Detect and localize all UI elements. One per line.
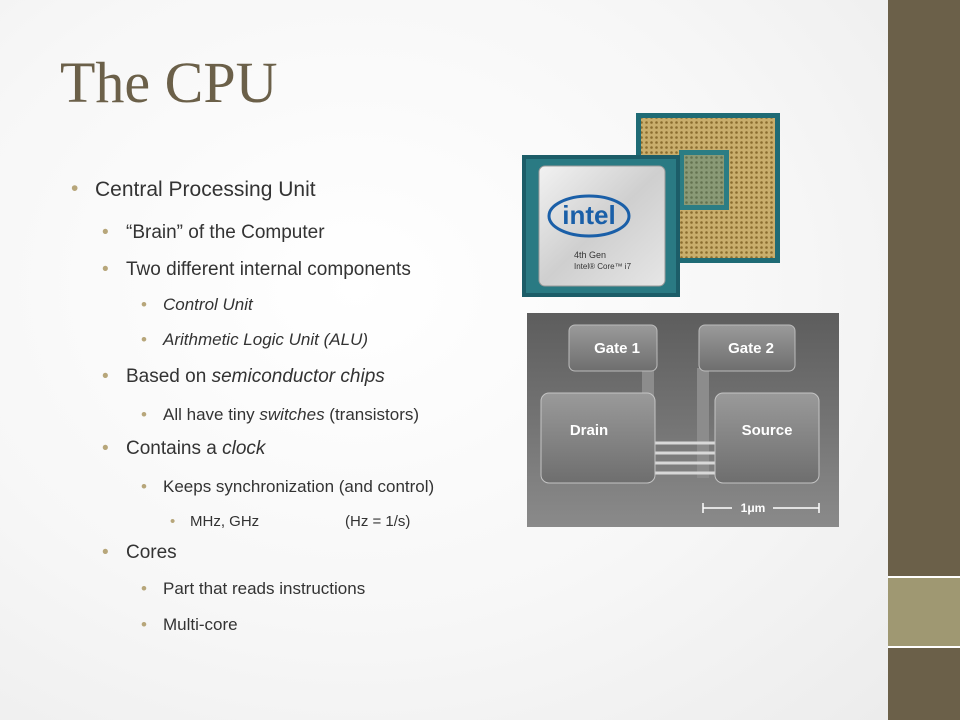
bullet-text: Part that reads instructions bbox=[163, 579, 366, 598]
bullet-brain: • “Brain” of the Computer bbox=[102, 222, 325, 244]
sidebar-divider bbox=[888, 646, 960, 648]
bullet-text: Central Processing Unit bbox=[95, 178, 316, 201]
bullet-dot: • bbox=[102, 366, 109, 387]
bullet-dot: • bbox=[141, 615, 147, 634]
bullet-text: (transistors) bbox=[324, 405, 420, 424]
bullet-text: Based on bbox=[126, 366, 212, 387]
intel-logo: intel bbox=[562, 200, 615, 230]
gate2-label: Gate 2 bbox=[728, 340, 774, 357]
bullet-emphasis: semiconductor chips bbox=[211, 366, 385, 387]
bullet-text: (Hz = 1/s) bbox=[345, 513, 411, 530]
bullet-dot: • bbox=[170, 513, 176, 530]
bullet-semiconductor: • Based on semiconductor chips bbox=[102, 366, 385, 388]
sidebar-mid-band bbox=[888, 578, 960, 646]
bullet-text: Two different internal components bbox=[126, 259, 411, 280]
bullet-multi-core: • Multi-core bbox=[141, 615, 238, 635]
bullet-cores: • Cores bbox=[102, 542, 177, 564]
bullet-dot: • bbox=[102, 259, 109, 280]
sidebar-bottom-band bbox=[888, 648, 960, 720]
drain-pad bbox=[540, 392, 656, 484]
slide-title: The CPU bbox=[60, 50, 278, 115]
bullet-text: Control Unit bbox=[163, 295, 253, 314]
bullet-dot: • bbox=[141, 295, 147, 314]
cpu-chip-image: intel 4th Gen Intel® Core™ i7 bbox=[522, 113, 780, 297]
bullet-text: “Brain” of the Computer bbox=[126, 222, 325, 243]
bullet-text: All have tiny bbox=[163, 405, 260, 424]
bullet-text: Contains a bbox=[126, 438, 223, 459]
bullet-synchronization: • Keeps synchronization (and control) bbox=[141, 477, 435, 497]
bullet-emphasis: clock bbox=[222, 438, 266, 459]
sidebar-divider bbox=[888, 576, 960, 578]
bullet-dot: • bbox=[141, 477, 147, 496]
bullet-text: MHz, GHz bbox=[190, 513, 260, 530]
source-label: Source bbox=[742, 422, 793, 439]
bullet-dot: • bbox=[102, 222, 109, 243]
bullet-text: Multi-core bbox=[163, 615, 238, 634]
sidebar-top-band bbox=[888, 0, 960, 576]
bullet-control-unit: • Control Unit bbox=[141, 295, 253, 315]
bullet-alu: • Arithmetic Logic Unit (ALU) bbox=[141, 330, 369, 350]
bullet-dot: • bbox=[141, 579, 147, 598]
gate1-pad bbox=[568, 324, 658, 372]
bullet-text: Cores bbox=[126, 542, 177, 563]
drain-label: Drain bbox=[570, 422, 608, 439]
bullet-switches: • All have tiny switches (transistors) bbox=[141, 405, 420, 425]
scale-bar-label: 1μm bbox=[741, 501, 766, 515]
bullet-dot: • bbox=[71, 177, 79, 200]
cpu-gen-label: 4th Gen bbox=[574, 250, 606, 260]
bullet-reads-instructions: • Part that reads instructions bbox=[141, 579, 366, 599]
bullet-dot: • bbox=[141, 330, 147, 349]
gate2-pad bbox=[698, 324, 796, 372]
source-pad bbox=[714, 392, 820, 484]
bullet-text: Arithmetic Logic Unit (ALU) bbox=[163, 330, 369, 349]
bullet-dot: • bbox=[141, 405, 147, 424]
bullet-clock: • Contains a clock bbox=[102, 438, 266, 460]
bullet-text: Keeps synchronization (and control) bbox=[163, 477, 435, 496]
bullet-emphasis: switches bbox=[259, 405, 325, 424]
bullet-dot: • bbox=[102, 438, 109, 459]
bullet-two-components: • Two different internal components bbox=[102, 259, 411, 281]
bullet-mhz-ghz: • MHz, GHz (Hz = 1/s) bbox=[170, 513, 410, 530]
transistor-micrograph: Gate 1 Gate 2 Drain Source 1μm bbox=[527, 313, 839, 527]
bullet-dot: • bbox=[102, 542, 109, 563]
cpu-model-label: Intel® Core™ i7 bbox=[574, 262, 632, 271]
bullet-central-processing-unit: • Central Processing Unit bbox=[71, 177, 316, 202]
gate1-label: Gate 1 bbox=[594, 340, 640, 357]
